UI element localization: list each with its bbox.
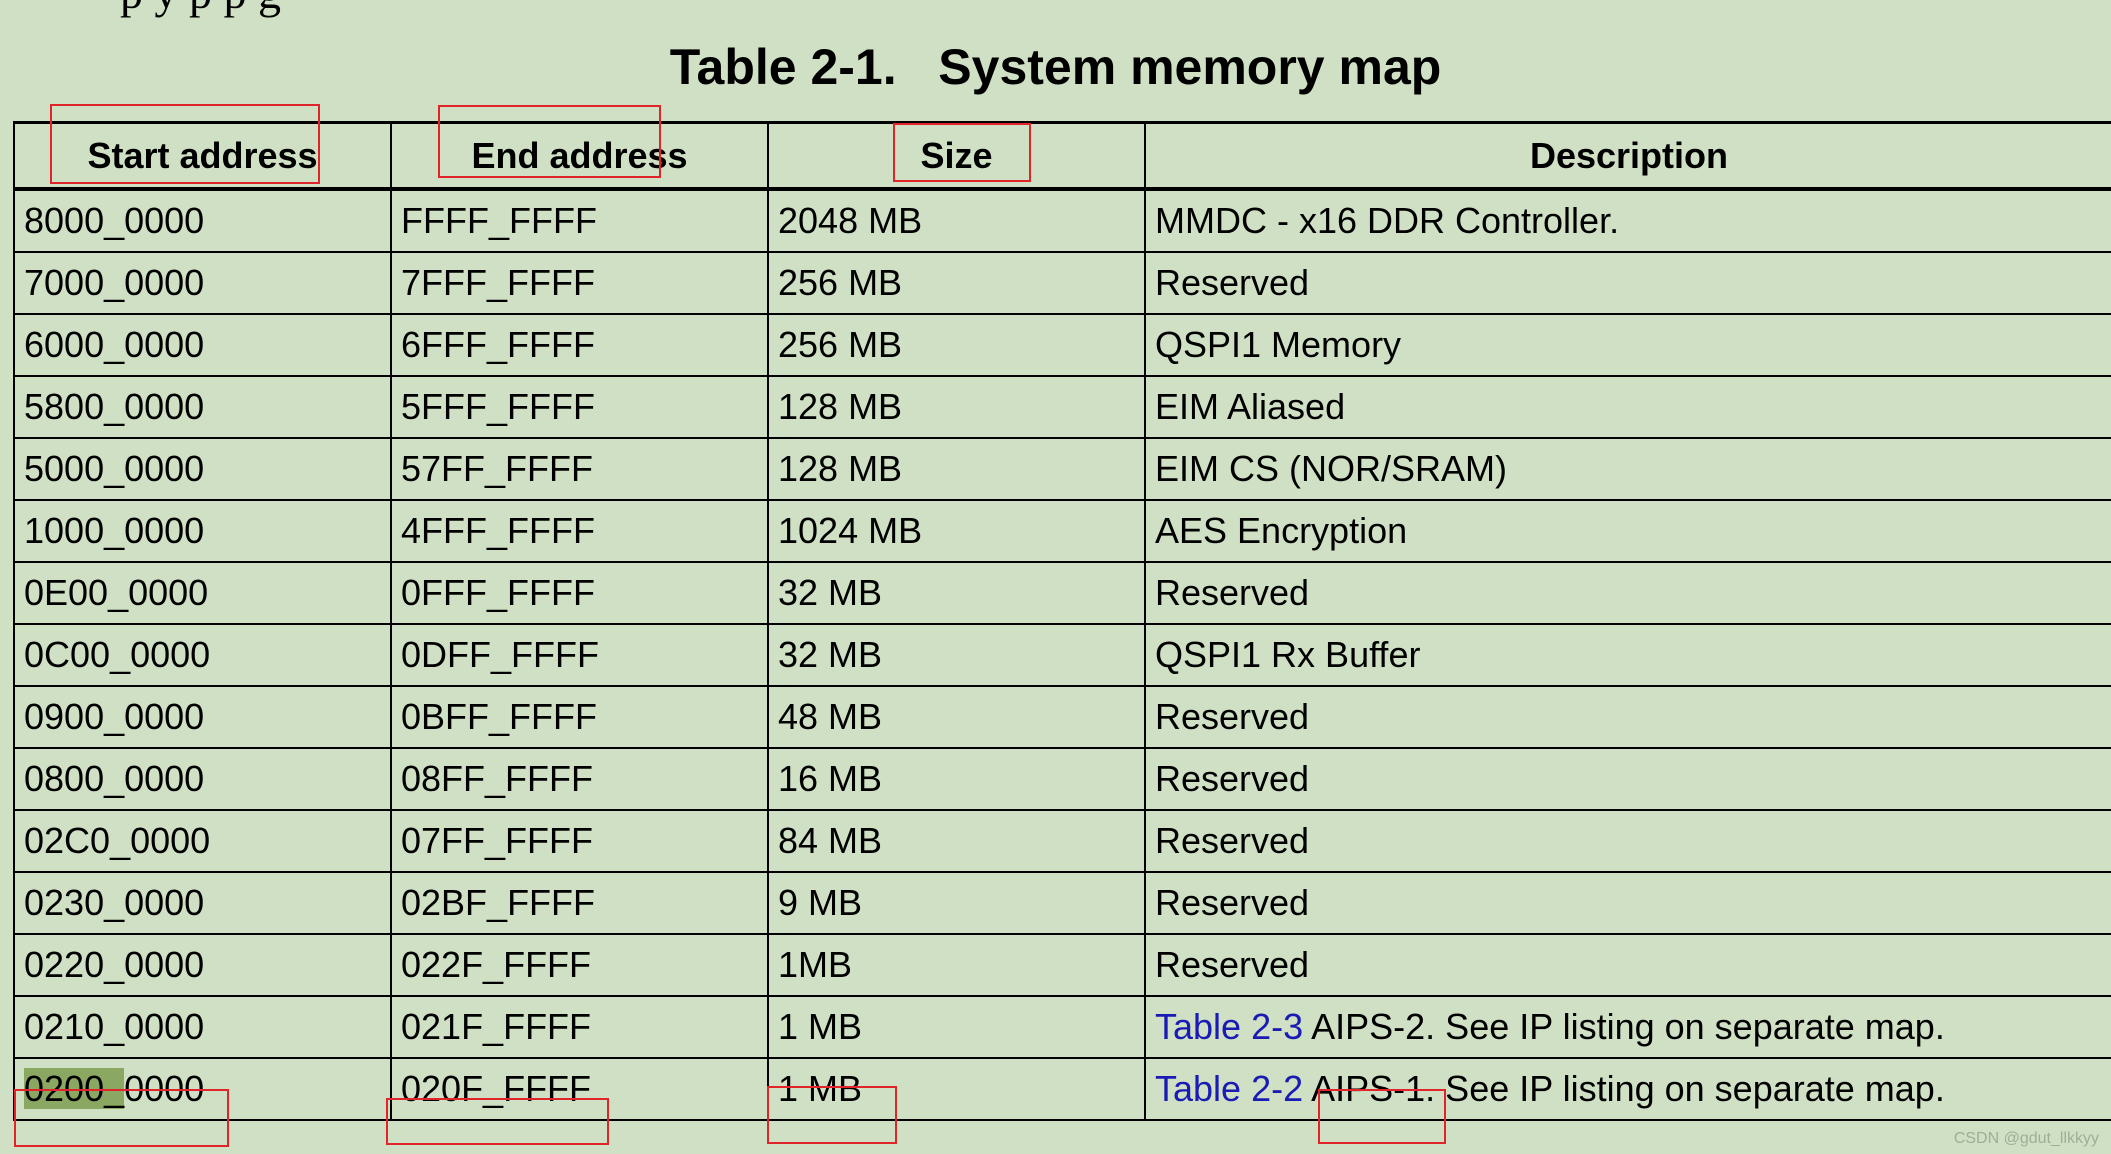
table-row: 6000_0000 6FFF_FFFF 256 MB QSPI1 Memory bbox=[13, 313, 2111, 377]
end-address-cell: 022F_FFFF bbox=[390, 933, 769, 997]
previous-line-fragment: p y p p g bbox=[120, 0, 281, 19]
description-cell: Reserved bbox=[1144, 871, 2111, 935]
description-cell: EIM Aliased bbox=[1144, 375, 2111, 439]
start-address-cell: 0900_0000 bbox=[13, 685, 392, 749]
end-address-cell: 07FF_FFFF bbox=[390, 809, 769, 873]
description-cell: QSPI1 Memory bbox=[1144, 313, 2111, 377]
description-cell: EIM CS (NOR/SRAM) bbox=[1144, 437, 2111, 501]
start-address-cell: 02C0_0000 bbox=[13, 809, 392, 873]
header-size: Size bbox=[767, 121, 1146, 191]
end-address-cell: FFFF_FFFF bbox=[390, 188, 769, 253]
highlighted-text: 0200_ bbox=[24, 1068, 125, 1109]
start-address-cell: 0C00_0000 bbox=[13, 623, 392, 687]
description-cell: Reserved bbox=[1144, 685, 2111, 749]
aips-1-text: AIPS-1 bbox=[1303, 1068, 1426, 1109]
start-address-cell: 0200_0000 bbox=[13, 1057, 392, 1121]
size-cell: 32 MB bbox=[767, 561, 1146, 625]
start-address-cell: 8000_0000 bbox=[13, 188, 392, 253]
table-row: 0900_0000 0BFF_FFFF 48 MB Reserved bbox=[13, 685, 2111, 749]
description-cell: Reserved bbox=[1144, 747, 2111, 811]
size-cell: 256 MB bbox=[767, 313, 1146, 377]
table-title: Table 2-1. System memory map bbox=[669, 39, 1442, 95]
table-row: 0210_0000 021F_FFFF 1 MB Table 2-3 AIPS-… bbox=[13, 995, 2111, 1059]
memory-map-table: Start address End address Size Descripti… bbox=[13, 121, 2111, 1121]
table-row: 0230_0000 02BF_FFFF 9 MB Reserved bbox=[13, 871, 2111, 935]
size-cell: 9 MB bbox=[767, 871, 1146, 935]
end-address-cell: 0BFF_FFFF bbox=[390, 685, 769, 749]
size-cell: 1 MB bbox=[767, 1057, 1146, 1121]
start-address-cell: 5800_0000 bbox=[13, 375, 392, 439]
size-cell: 48 MB bbox=[767, 685, 1146, 749]
end-address-cell: 5FFF_FFFF bbox=[390, 375, 769, 439]
end-address-cell: 57FF_FFFF bbox=[390, 437, 769, 501]
start-address-cell: 0220_0000 bbox=[13, 933, 392, 997]
size-cell: 1 MB bbox=[767, 995, 1146, 1059]
size-cell: 2048 MB bbox=[767, 188, 1146, 253]
start-address-cell: 5000_0000 bbox=[13, 437, 392, 501]
size-cell: 1024 MB bbox=[767, 499, 1146, 563]
description-cell: Table 2-3 AIPS-2. See IP listing on sepa… bbox=[1144, 995, 2111, 1059]
start-address-cell: 0800_0000 bbox=[13, 747, 392, 811]
description-cell: Table 2-2 AIPS-1. See IP listing on sepa… bbox=[1144, 1057, 2111, 1121]
table-row: 0220_0000 022F_FFFF 1MB Reserved bbox=[13, 933, 2111, 997]
table-row: 7000_0000 7FFF_FFFF 256 MB Reserved bbox=[13, 251, 2111, 315]
size-cell: 128 MB bbox=[767, 375, 1146, 439]
table-row: 1000_0000 4FFF_FFFF 1024 MB AES Encrypti… bbox=[13, 499, 2111, 563]
table-row: 0C00_0000 0DFF_FFFF 32 MB QSPI1 Rx Buffe… bbox=[13, 623, 2111, 687]
table-row: 0E00_0000 0FFF_FFFF 32 MB Reserved bbox=[13, 561, 2111, 625]
size-cell: 128 MB bbox=[767, 437, 1146, 501]
end-address-cell: 6FFF_FFFF bbox=[390, 313, 769, 377]
table-row: 8000_0000 FFFF_FFFF 2048 MB MMDC - x16 D… bbox=[13, 188, 2111, 253]
description-cell: Reserved bbox=[1144, 251, 2111, 315]
end-address-cell: 021F_FFFF bbox=[390, 995, 769, 1059]
header-end-address: End address bbox=[390, 121, 769, 191]
size-cell: 1MB bbox=[767, 933, 1146, 997]
end-address-cell: 4FFF_FFFF bbox=[390, 499, 769, 563]
end-address-cell: 0FFF_FFFF bbox=[390, 561, 769, 625]
description-text: . See IP listing on separate map. bbox=[1425, 1068, 1945, 1109]
description-cell: AES Encryption bbox=[1144, 499, 2111, 563]
size-cell: 256 MB bbox=[767, 251, 1146, 315]
start-address-cell: 0210_0000 bbox=[13, 995, 392, 1059]
end-address-cell: 08FF_FFFF bbox=[390, 747, 769, 811]
watermark: CSDN @gdut_llkkyy bbox=[1953, 1130, 2099, 1147]
table-row: 02C0_0000 07FF_FFFF 84 MB Reserved bbox=[13, 809, 2111, 873]
description-text: AIPS-2. See IP listing on separate map. bbox=[1303, 1006, 1945, 1047]
table-2-3-link[interactable]: Table 2-3 bbox=[1155, 1006, 1304, 1047]
start-address-cell: 1000_0000 bbox=[13, 499, 392, 563]
end-address-cell: 020F_FFFF bbox=[390, 1057, 769, 1121]
start-address-cell: 0E00_0000 bbox=[13, 561, 392, 625]
table-row: 5000_0000 57FF_FFFF 128 MB EIM CS (NOR/S… bbox=[13, 437, 2111, 501]
header-start-address: Start address bbox=[13, 121, 392, 191]
description-cell: Reserved bbox=[1144, 809, 2111, 873]
size-cell: 84 MB bbox=[767, 809, 1146, 873]
table-2-2-link[interactable]: Table 2-2 bbox=[1155, 1068, 1304, 1109]
start-address-rest: 0000 bbox=[124, 1068, 205, 1109]
header-description: Description bbox=[1144, 121, 2111, 191]
description-cell: Reserved bbox=[1144, 561, 2111, 625]
end-address-cell: 7FFF_FFFF bbox=[390, 251, 769, 315]
start-address-cell: 0230_0000 bbox=[13, 871, 392, 935]
size-cell: 16 MB bbox=[767, 747, 1146, 811]
size-cell: 32 MB bbox=[767, 623, 1146, 687]
end-address-cell: 0DFF_FFFF bbox=[390, 623, 769, 687]
table-header-row: Start address End address Size Descripti… bbox=[13, 121, 2111, 191]
table-row: 0200_0000 020F_FFFF 1 MB Table 2-2 AIPS-… bbox=[13, 1057, 2111, 1121]
description-cell: QSPI1 Rx Buffer bbox=[1144, 623, 2111, 687]
start-address-cell: 6000_0000 bbox=[13, 313, 392, 377]
table-row: 0800_0000 08FF_FFFF 16 MB Reserved bbox=[13, 747, 2111, 811]
table-row: 5800_0000 5FFF_FFFF 128 MB EIM Aliased bbox=[13, 375, 2111, 439]
description-cell: Reserved bbox=[1144, 933, 2111, 997]
end-address-cell: 02BF_FFFF bbox=[390, 871, 769, 935]
description-cell: MMDC - x16 DDR Controller. bbox=[1144, 188, 2111, 253]
start-address-cell: 7000_0000 bbox=[13, 251, 392, 315]
